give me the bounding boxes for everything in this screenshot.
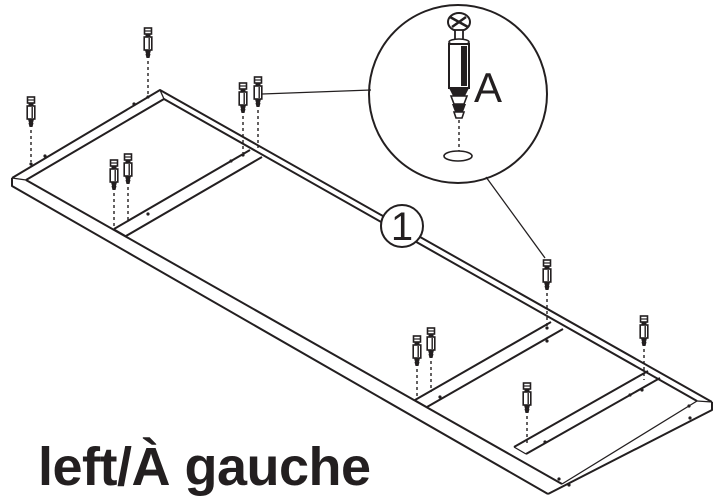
part-number-badge: 1 xyxy=(380,204,424,249)
part-number: 1 xyxy=(391,205,413,249)
orientation-caption: left/À gauche xyxy=(38,437,371,497)
frame-crossbars xyxy=(113,149,661,455)
enlarged-cam-bolt xyxy=(443,12,473,162)
frame-holes xyxy=(29,95,692,487)
frame-outer xyxy=(11,89,713,495)
detail-callout: A xyxy=(261,4,548,259)
cam-bolts xyxy=(26,27,649,445)
callout-letter: A xyxy=(474,64,502,111)
